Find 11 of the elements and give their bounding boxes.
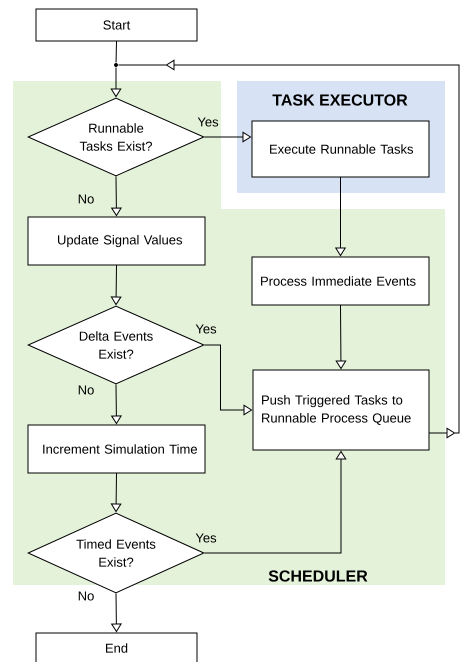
terminal-box: End (36, 632, 198, 662)
process-box: Increment Simulation Time (28, 424, 206, 474)
connector-line (116, 41, 117, 63)
process-box: Push Triggered Tasks to Runnable Process Queue (252, 370, 430, 450)
process-box: Update Signal Values (28, 216, 206, 266)
edge-label: No (78, 385, 94, 395)
terminal-box: Start (36, 8, 198, 42)
process-box: Process Immediate Events (252, 256, 430, 306)
process-box: Execute Runnable Tasks (252, 120, 430, 178)
edge-label: No (78, 194, 94, 204)
edge-label: No (78, 591, 94, 601)
